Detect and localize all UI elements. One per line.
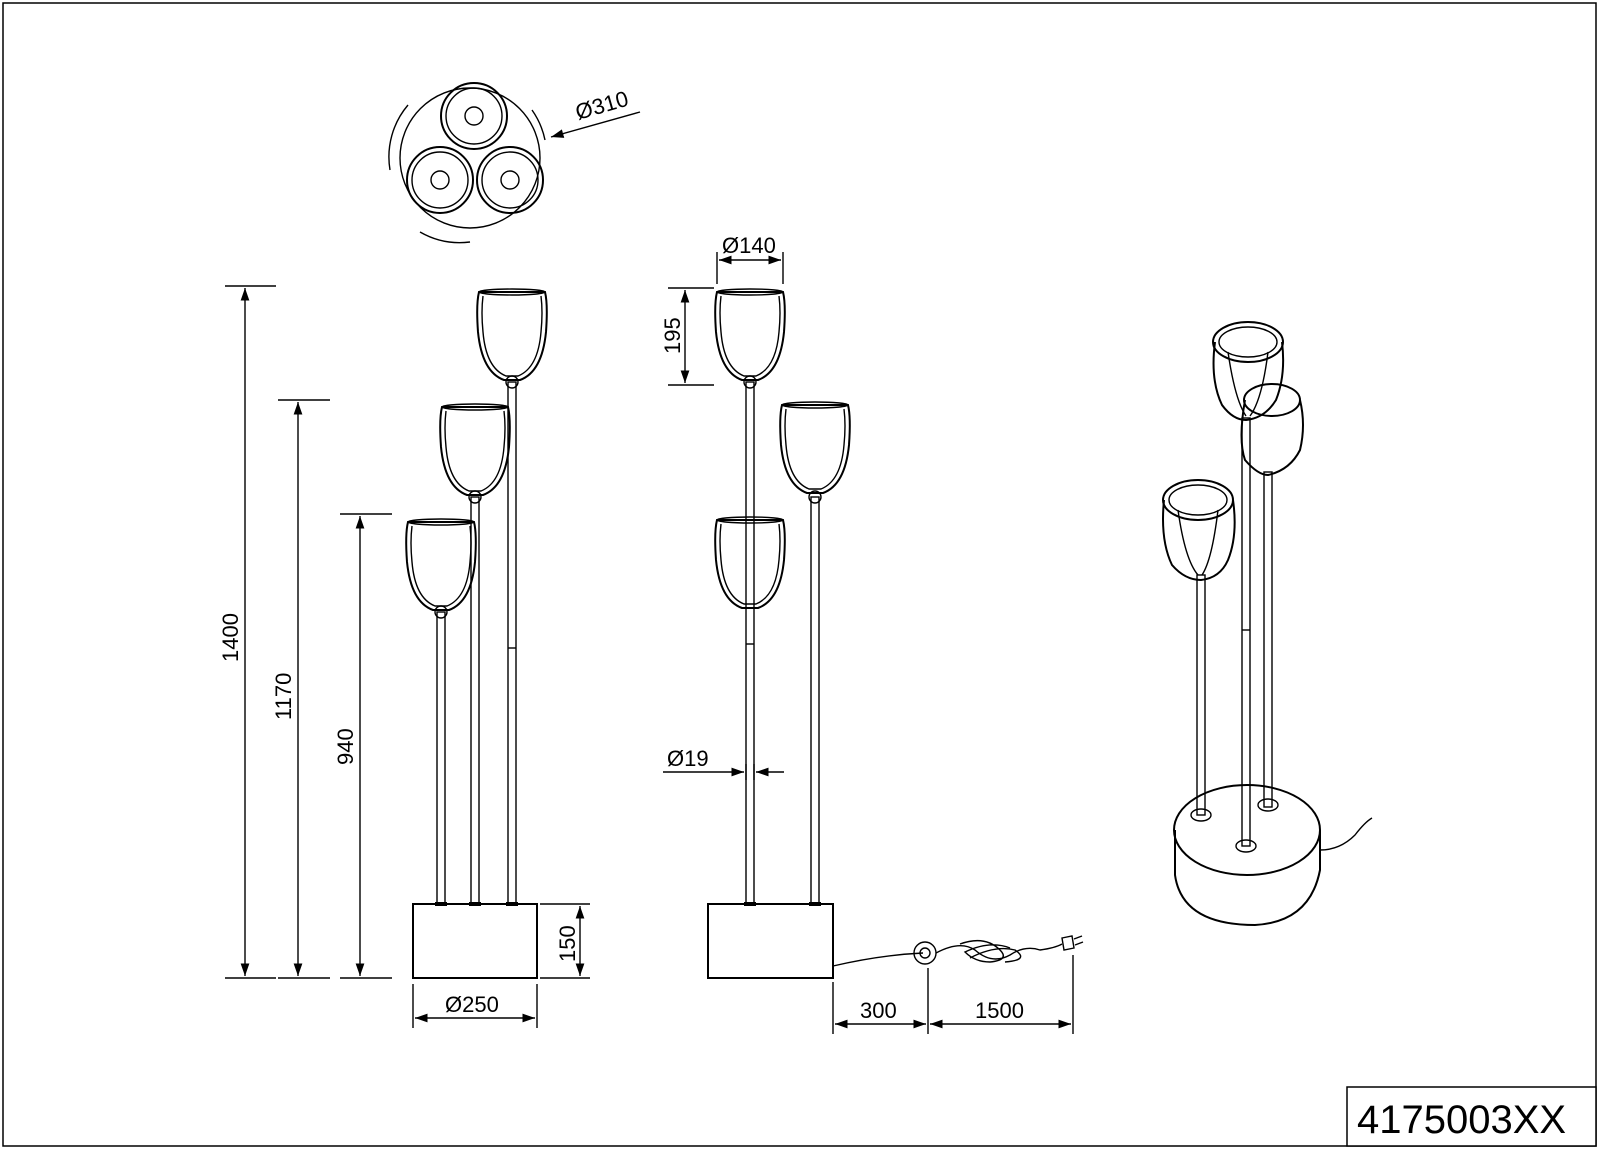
shade-diameter-label: Ø140 [722,233,776,258]
product-code-box: 4175003XX [1346,1086,1597,1147]
base-diameter-label: Ø250 [445,992,499,1017]
side-base [707,903,834,979]
side-view: Ø140 195 Ø19 300 1500 [660,233,1084,1034]
cable-300-label: 300 [860,998,897,1023]
front-base [412,903,538,979]
base-height-label: 150 [555,925,580,962]
shade-height-label: 195 [660,317,685,354]
pole-diameter-label: Ø19 [667,746,709,771]
front-view: 1400 1170 940 150 Ø250 [218,285,590,1028]
top-diameter-label: Ø310 [572,86,631,125]
perspective-shade-top [1212,321,1285,422]
perspective-shade-back [1240,383,1304,477]
top-shade-3 [476,146,544,214]
top-shade-1 [440,82,508,150]
cable-1500-label: 1500 [975,998,1024,1023]
product-code: 4175003XX [1357,1098,1566,1142]
plug [1061,935,1075,951]
height-940-label: 940 [333,728,358,765]
height-1400-label: 1400 [218,613,243,662]
top-shade-2 [406,146,474,214]
top-view: Ø310 [388,82,641,244]
power-cable [832,952,924,967]
height-1170-label: 1170 [271,673,296,720]
perspective-shade-lower [1162,479,1236,582]
perspective-view [1162,321,1373,927]
